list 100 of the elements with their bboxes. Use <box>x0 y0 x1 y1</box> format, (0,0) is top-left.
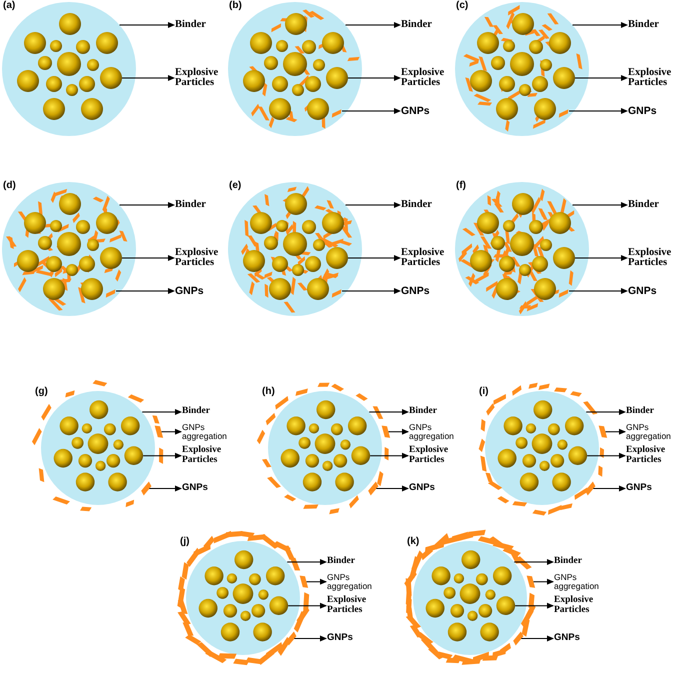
explosive-particle <box>307 98 329 120</box>
explosive-particle <box>549 32 571 54</box>
part-label: GNPs <box>175 286 204 296</box>
panel-label: (g) <box>35 387 48 397</box>
explosive-particle <box>243 250 265 272</box>
explosive-particle <box>106 454 120 468</box>
explosive-particle <box>285 13 307 35</box>
explosive-particle <box>532 434 552 454</box>
panel-label: (d) <box>3 181 16 191</box>
explosive-particle <box>232 584 254 604</box>
leader-line <box>574 75 628 81</box>
leader-line <box>342 108 401 114</box>
leader-line <box>286 559 327 565</box>
explosive-particle <box>302 220 316 234</box>
binder-matrix <box>455 182 589 316</box>
explosive-particle <box>240 610 251 621</box>
explosive-particle <box>243 70 265 92</box>
explosive-particle <box>66 84 78 96</box>
explosive-particle <box>444 586 456 599</box>
explosive-particle <box>564 416 584 436</box>
explosive-particle <box>305 454 320 468</box>
explosive-particle <box>326 67 348 89</box>
part-label: GNPs <box>182 483 208 493</box>
part-label: GNPs <box>626 483 652 493</box>
explosive-particle <box>330 423 343 436</box>
leader-line <box>574 255 628 261</box>
explosive-particle <box>76 40 90 54</box>
explosive-particle <box>269 596 288 616</box>
explosive-particle <box>426 598 444 618</box>
leader-line <box>348 255 401 261</box>
explosive-particle <box>552 472 571 492</box>
explosive-particle <box>253 622 272 642</box>
explosive-particle <box>322 212 344 234</box>
leader-line <box>142 409 182 415</box>
explosive-particle <box>46 256 62 272</box>
explosive-particle <box>491 56 505 70</box>
explosive-particle <box>17 70 39 92</box>
explosive-particle <box>499 76 515 92</box>
explosive-particle <box>322 32 344 54</box>
part-label: Explosive Particles <box>401 248 444 268</box>
leader-line <box>288 602 327 609</box>
part-label: Explosive Particles <box>628 248 672 268</box>
explosive-particle <box>462 550 480 570</box>
explosive-particle <box>499 256 515 272</box>
explosive-particle <box>46 76 62 92</box>
explosive-particle <box>38 56 52 70</box>
gnp-flake <box>368 482 378 496</box>
explosive-particle <box>216 586 229 599</box>
explosive-particle <box>272 256 288 272</box>
explosive-particle <box>496 278 518 300</box>
leader-line <box>605 428 626 435</box>
explosive-particle <box>516 436 528 449</box>
panel-label: (e) <box>229 181 242 191</box>
leader-line <box>148 486 182 492</box>
explosive-particle <box>504 416 522 436</box>
explosive-particle <box>334 454 348 468</box>
explosive-particle <box>316 400 336 420</box>
panel-label: (j) <box>180 537 190 547</box>
explosive-particle <box>76 220 90 234</box>
explosive-particle <box>269 98 291 120</box>
explosive-particle <box>476 573 488 586</box>
explosive-particle <box>285 193 307 215</box>
binder-matrix <box>2 2 136 136</box>
explosive-particle <box>24 32 46 54</box>
gnp-flake <box>558 289 568 298</box>
explosive-particle <box>43 98 65 120</box>
leader-line <box>342 288 401 294</box>
leader-line <box>161 428 182 435</box>
part-label: GNPs <box>409 483 435 493</box>
explosive-particle <box>60 416 78 436</box>
explosive-particle <box>81 98 103 120</box>
explosive-particle <box>96 32 118 54</box>
explosive-particle <box>59 193 81 215</box>
explosive-particle <box>519 84 531 96</box>
explosive-particle <box>491 236 505 250</box>
explosive-particle <box>549 212 571 234</box>
panel-label: (c) <box>456 1 468 11</box>
explosive-particle <box>529 220 543 234</box>
explosive-particle <box>553 247 575 269</box>
explosive-particle <box>308 423 320 434</box>
binder-matrix <box>228 182 362 316</box>
leader-line <box>586 409 626 415</box>
explosive-particle <box>540 239 552 251</box>
explosive-particle <box>272 76 288 92</box>
explosive-particle <box>292 84 304 96</box>
part-label: Binder <box>628 20 659 30</box>
explosive-particle <box>226 573 238 584</box>
leader-line <box>122 75 175 81</box>
part-label: GNPs aggregation <box>182 423 227 440</box>
part-label: Binder <box>175 200 206 210</box>
explosive-particle <box>286 416 306 436</box>
explosive-particle <box>503 40 515 52</box>
explosive-particle <box>266 566 285 586</box>
leader-line <box>520 636 554 642</box>
explosive-particle <box>43 278 65 300</box>
explosive-particle <box>307 278 329 300</box>
part-label: Explosive Particles <box>175 68 218 88</box>
explosive-particle <box>81 278 103 300</box>
gnp-flake <box>141 482 152 496</box>
explosive-particle <box>432 566 450 586</box>
